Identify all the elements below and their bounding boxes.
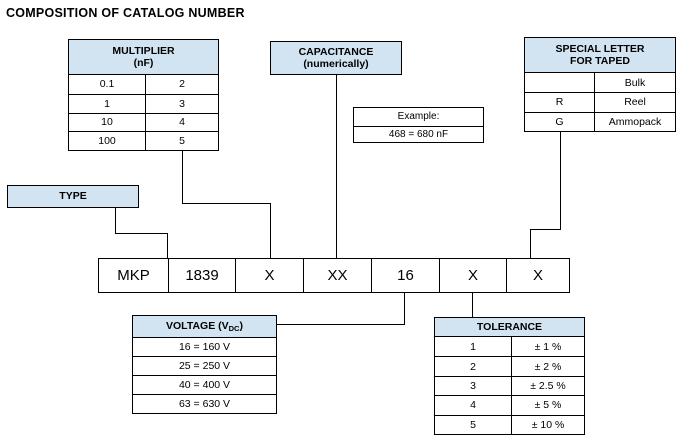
special-letter-code-cell: G xyxy=(555,115,564,128)
multiplier-factor-cell: 1 xyxy=(104,97,110,110)
page-title: COMPOSITION OF CATALOG NUMBER xyxy=(6,6,245,20)
table-row: 25 = 250 V xyxy=(133,356,276,375)
catalog-cell-tolerance: X xyxy=(439,259,506,292)
tolerance-value-cell: ± 2 % xyxy=(511,357,584,376)
voltage-value-cell: 63 = 630 V xyxy=(178,397,231,410)
connector-type xyxy=(115,207,168,258)
catalog-cell-series: 1839 xyxy=(168,259,235,292)
multiplier-table-header: MULTIPLIER (nF) xyxy=(69,40,218,75)
voltage-header-prefix: VOLTAGE (V xyxy=(166,319,229,332)
catalog-cell-type-prefix: MKP xyxy=(117,267,150,284)
connector-multiplier xyxy=(182,150,271,258)
tolerance-code-cell: 4 xyxy=(470,399,476,412)
table-row: 1 3 xyxy=(69,93,218,113)
type-box-label: TYPE xyxy=(8,186,138,207)
table-row: 5 ± 10 % xyxy=(435,414,584,434)
voltage-value-cell: 25 = 250 V xyxy=(178,360,231,373)
capacitance-line1: CAPACITANCE xyxy=(298,45,374,58)
example-value: 468 = 680 nF xyxy=(354,125,483,143)
table-row: 1 ± 1 % xyxy=(435,337,584,357)
catalog-cell-multiplier: X xyxy=(235,259,303,292)
tolerance-code-cell: 1 xyxy=(470,340,476,353)
capacitance-box-header: CAPACITANCE (numerically) xyxy=(271,42,401,74)
multiplier-header-line1: MULTIPLIER xyxy=(112,44,175,57)
multiplier-header-line2: (nF) xyxy=(133,57,154,69)
table-row: 4 ± 5 % xyxy=(435,395,584,415)
catalog-number-row: MKP 1839 X XX 16 X X xyxy=(98,258,570,293)
table-row: 2 ± 2 % xyxy=(435,356,584,376)
special-letter-label-cell: Ammopack xyxy=(594,112,675,131)
example-label: Example: xyxy=(397,111,440,123)
voltage-header-suffix: ) xyxy=(239,319,243,332)
type-box: TYPE xyxy=(7,185,139,208)
table-row: 40 = 400 V xyxy=(133,375,276,394)
table-row: 100 5 xyxy=(69,131,218,150)
tolerance-value-cell: ± 1 % xyxy=(511,337,584,357)
tolerance-code-cell: 5 xyxy=(470,418,476,431)
multiplier-code-cell: 2 xyxy=(145,75,218,94)
table-row: G Ammopack xyxy=(525,111,675,131)
table-row: Bulk xyxy=(525,73,675,93)
voltage-header-text: VOLTAGE (VDC) xyxy=(166,320,243,334)
tolerance-table: TOLERANCE 1 ± 1 % 2 ± 2 % 3 ± 2.5 % 4 ± … xyxy=(434,317,585,435)
special-letter-code-cell xyxy=(525,73,594,92)
capacitance-box: CAPACITANCE (numerically) xyxy=(270,41,402,75)
voltage-header-subscript: DC xyxy=(228,324,240,333)
voltage-value-cell: 40 = 400 V xyxy=(178,378,231,391)
connector-voltage xyxy=(277,292,405,325)
special-letter-label-cell: Bulk xyxy=(594,73,675,93)
voltage-table-header: VOLTAGE (VDC) xyxy=(133,316,276,338)
table-row: 63 = 630 V xyxy=(133,393,276,413)
catalog-cell-capacitance: XX xyxy=(303,259,371,292)
table-row: 10 4 xyxy=(69,112,218,132)
connector-special-letter xyxy=(530,130,561,258)
tolerance-code-cell: 3 xyxy=(470,379,476,392)
multiplier-table: MULTIPLIER (nF) 0.1 2 1 3 10 4 100 5 xyxy=(68,39,219,151)
example-box: Example: 468 = 680 nF xyxy=(353,107,484,143)
table-row: 0.1 2 xyxy=(69,75,218,94)
special-letter-code-cell: R xyxy=(555,96,564,109)
catalog-cell-voltage: 16 xyxy=(371,259,439,292)
tolerance-code-cell: 2 xyxy=(470,360,476,373)
special-letter-label-cell: Reel xyxy=(594,93,675,112)
multiplier-factor-cell: 10 xyxy=(101,116,113,129)
multiplier-factor-cell: 0.1 xyxy=(99,78,115,91)
tolerance-value-cell: ± 5 % xyxy=(511,396,584,415)
special-letter-header-line1: SPECIAL LETTER xyxy=(555,42,645,55)
capacitance-line2: (numerically) xyxy=(303,58,369,70)
voltage-table: VOLTAGE (VDC) 16 = 160 V 25 = 250 V 40 =… xyxy=(132,315,277,414)
tolerance-value-cell: ± 10 % xyxy=(511,415,584,434)
table-row: 3 ± 2.5 % xyxy=(435,375,584,396)
multiplier-factor-cell: 100 xyxy=(98,135,116,148)
multiplier-code-cell: 5 xyxy=(145,132,218,150)
tolerance-value-cell: ± 2.5 % xyxy=(511,376,584,396)
tolerance-table-header: TOLERANCE xyxy=(435,318,584,337)
special-letter-header-line2: FOR TAPED xyxy=(570,55,630,67)
multiplier-code-cell: 4 xyxy=(145,113,218,132)
special-letter-table: SPECIAL LETTER FOR TAPED Bulk R Reel G A… xyxy=(524,37,676,132)
table-row: R Reel xyxy=(525,92,675,112)
table-row: 16 = 160 V xyxy=(133,338,276,357)
catalog-cell-special-letter: X xyxy=(506,259,569,292)
special-letter-table-header: SPECIAL LETTER FOR TAPED xyxy=(525,38,675,73)
voltage-value-cell: 16 = 160 V xyxy=(178,340,231,353)
multiplier-code-cell: 3 xyxy=(145,94,218,113)
